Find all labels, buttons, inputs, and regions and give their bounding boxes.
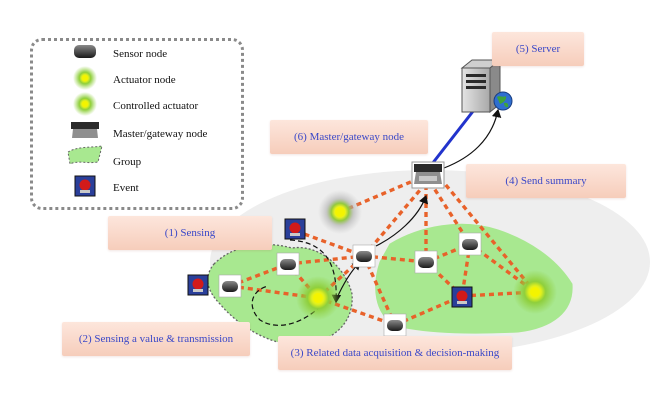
legend-label-controlled-actuator: Controlled actuator bbox=[113, 100, 199, 112]
legend: Sensor node Actuator node Controlled act… bbox=[30, 38, 244, 210]
actuator-core bbox=[82, 101, 88, 107]
legend-label-master-gateway-node: Master/gateway node bbox=[113, 128, 208, 140]
master-gateway-node-icon bbox=[411, 161, 445, 189]
group-icon bbox=[67, 145, 103, 165]
actuator-core bbox=[82, 75, 88, 81]
legend-label-actuator-node: Actuator node bbox=[113, 74, 176, 86]
callout-decision: (3) Related data acquisition & decision-… bbox=[278, 336, 512, 370]
server-icon bbox=[460, 58, 513, 114]
sensor-node-icon bbox=[383, 313, 407, 337]
callout-transmission: (2) Sensing a value & transmission bbox=[62, 322, 250, 356]
legend-label-sensor-node: Sensor node bbox=[113, 48, 168, 60]
actuator-core bbox=[335, 207, 345, 217]
sensor-node-icon bbox=[414, 250, 438, 274]
event-icon bbox=[187, 274, 209, 296]
sensing-arrow bbox=[289, 239, 342, 304]
sensor-node-icon bbox=[352, 244, 376, 268]
summary-arrow bbox=[443, 108, 502, 169]
actuator-core bbox=[530, 287, 540, 297]
sensor-node-icon bbox=[458, 232, 482, 256]
callout-gateway: (6) Master/gateway node bbox=[270, 120, 428, 154]
legend-label-event: Event bbox=[113, 182, 139, 194]
master-gateway-node-icon bbox=[71, 122, 99, 138]
event-icon bbox=[451, 286, 473, 308]
callout-summary: (4) Send summary bbox=[466, 164, 626, 198]
to-gateway-arrow bbox=[375, 194, 429, 247]
sensor-node-icon bbox=[74, 45, 96, 58]
callout-sensing: (1) Sensing bbox=[108, 216, 272, 250]
actuator-core bbox=[313, 293, 323, 303]
legend-icons bbox=[67, 45, 103, 197]
sensor-node-icon bbox=[276, 252, 300, 276]
event-icon bbox=[284, 218, 306, 240]
legend-label-group: Group bbox=[113, 156, 142, 168]
sensor-node-icon bbox=[218, 274, 242, 298]
uplink-line bbox=[430, 109, 476, 165]
callout-server: (5) Server bbox=[492, 32, 584, 66]
event-icon bbox=[74, 175, 96, 197]
